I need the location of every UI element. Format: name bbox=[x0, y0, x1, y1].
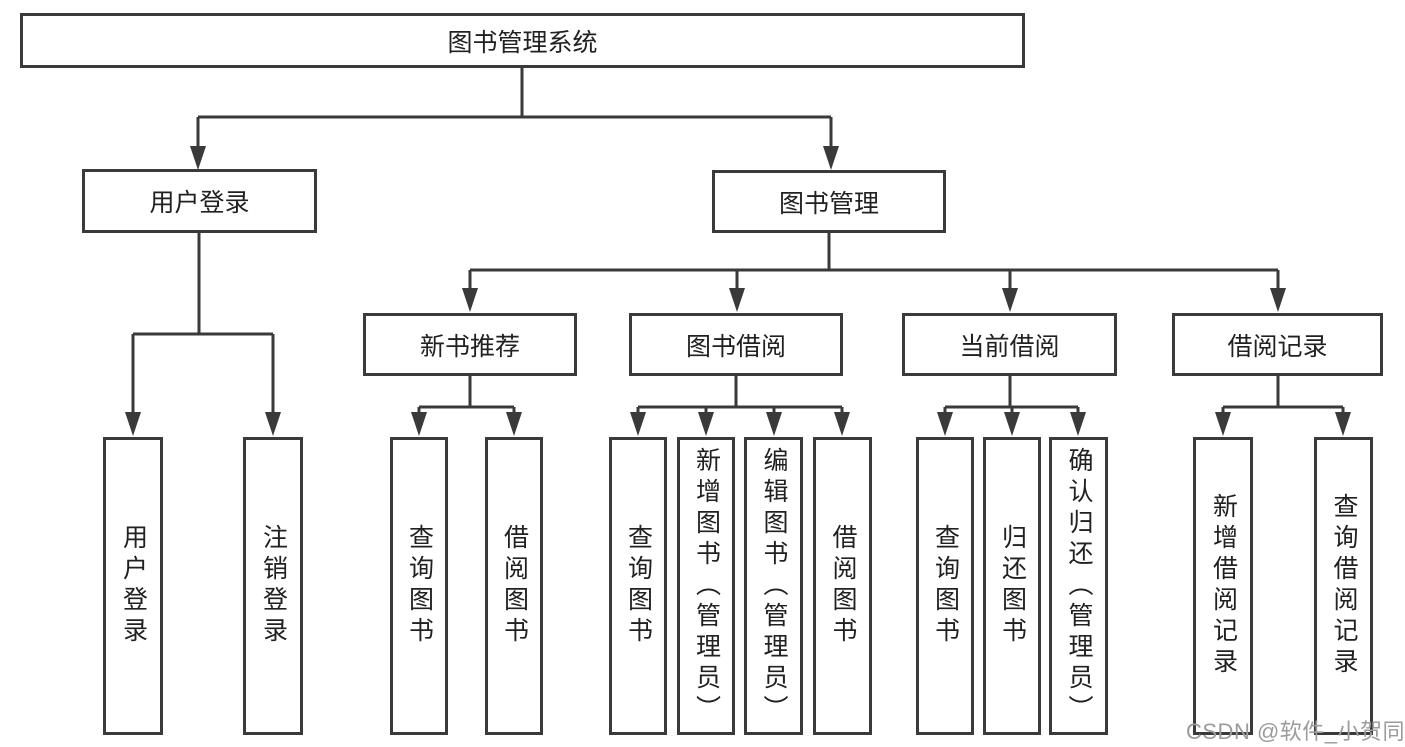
node-label: 查询图书 bbox=[624, 524, 653, 648]
node-label: 借阅记录 bbox=[1227, 332, 1328, 361]
arrow-down-icon bbox=[823, 146, 839, 170]
arrow-down-icon bbox=[1270, 288, 1286, 312]
arrow-down-icon bbox=[125, 412, 141, 436]
node-borrow-record: 借阅记录 bbox=[1172, 313, 1383, 376]
leaf-query-book-3: 查询图书 bbox=[916, 437, 974, 735]
node-root-system: 图书管理系统 bbox=[20, 13, 1025, 68]
leaf-user-login: 用户登录 bbox=[103, 437, 163, 735]
leaf-query-book-1: 查询图书 bbox=[390, 437, 448, 735]
arrow-down-icon bbox=[506, 412, 522, 436]
arrow-down-icon bbox=[729, 288, 745, 312]
arrow-down-icon bbox=[630, 412, 646, 436]
node-label: 查询图书 bbox=[931, 524, 960, 648]
arrow-down-icon bbox=[1004, 412, 1020, 436]
leaf-confirm-return-admin: 确认归还（管理员） bbox=[1049, 437, 1108, 735]
edge-book-management-branch bbox=[462, 233, 1286, 312]
node-book-borrow: 图书借阅 bbox=[629, 313, 843, 376]
node-user-login: 用户登录 bbox=[82, 169, 317, 233]
arrow-down-icon bbox=[1070, 412, 1086, 436]
leaf-add-book-admin: 新增图书（管理员） bbox=[677, 437, 735, 735]
edge-new-book-branch bbox=[411, 376, 522, 436]
node-label: 新增借阅记录 bbox=[1209, 493, 1238, 679]
leaf-edit-book-admin: 编辑图书（管理员） bbox=[744, 437, 803, 735]
node-current-borrow: 当前借阅 bbox=[902, 313, 1117, 376]
arrow-down-icon bbox=[411, 412, 427, 436]
node-label: 查询图书 bbox=[405, 524, 434, 648]
arrow-down-icon bbox=[766, 412, 782, 436]
node-label: 新书推荐 bbox=[419, 332, 520, 361]
leaf-query-borrow-record: 查询借阅记录 bbox=[1314, 437, 1373, 735]
leaf-return-book: 归还图书 bbox=[983, 437, 1041, 735]
node-label: 图书管理系统 bbox=[447, 28, 598, 57]
node-label: 借阅图书 bbox=[829, 524, 857, 648]
node-label: 用户登录 bbox=[119, 524, 148, 648]
leaf-borrow-book-1: 借阅图书 bbox=[485, 437, 543, 735]
node-label: 注销登录 bbox=[259, 524, 288, 648]
arrow-down-icon bbox=[698, 412, 714, 436]
node-label: 图书管理 bbox=[778, 189, 879, 218]
leaf-query-book-2: 查询图书 bbox=[609, 437, 667, 735]
leaf-logout: 注销登录 bbox=[243, 437, 303, 735]
edge-current-borrow-branch bbox=[937, 376, 1086, 436]
arrow-down-icon bbox=[1215, 412, 1231, 436]
node-label: 查询借阅记录 bbox=[1330, 493, 1358, 679]
edge-borrow-record-branch bbox=[1215, 376, 1351, 436]
node-label: 新增图书（管理员） bbox=[692, 446, 721, 726]
node-label: 当前借阅 bbox=[959, 332, 1060, 361]
node-new-book-recommend: 新书推荐 bbox=[363, 313, 577, 376]
node-label: 归还图书 bbox=[998, 524, 1027, 648]
edge-root-to-level2 bbox=[190, 68, 839, 170]
edge-user-login-branch bbox=[125, 233, 281, 436]
arrow-down-icon bbox=[265, 412, 281, 436]
arrow-down-icon bbox=[937, 412, 953, 436]
node-label: 借阅图书 bbox=[500, 524, 529, 648]
arrow-down-icon bbox=[1335, 412, 1351, 436]
node-label: 确认归还（管理员） bbox=[1065, 446, 1093, 726]
node-label: 图书借阅 bbox=[685, 332, 786, 361]
csdn-watermark: CSDN @软件_小贺同学 bbox=[1186, 719, 1405, 744]
arrow-down-icon bbox=[462, 288, 478, 312]
arrow-down-icon bbox=[1002, 288, 1018, 312]
leaf-add-borrow-record: 新增借阅记录 bbox=[1193, 437, 1253, 735]
arrow-down-icon bbox=[834, 412, 850, 436]
arrow-down-icon bbox=[190, 146, 206, 170]
node-label: 用户登录 bbox=[149, 189, 250, 217]
edge-book-borrow-branch bbox=[630, 376, 850, 436]
node-book-management: 图书管理 bbox=[712, 170, 946, 233]
leaf-borrow-book-2: 借阅图书 bbox=[813, 437, 872, 735]
node-label: 编辑图书（管理员） bbox=[760, 446, 788, 726]
